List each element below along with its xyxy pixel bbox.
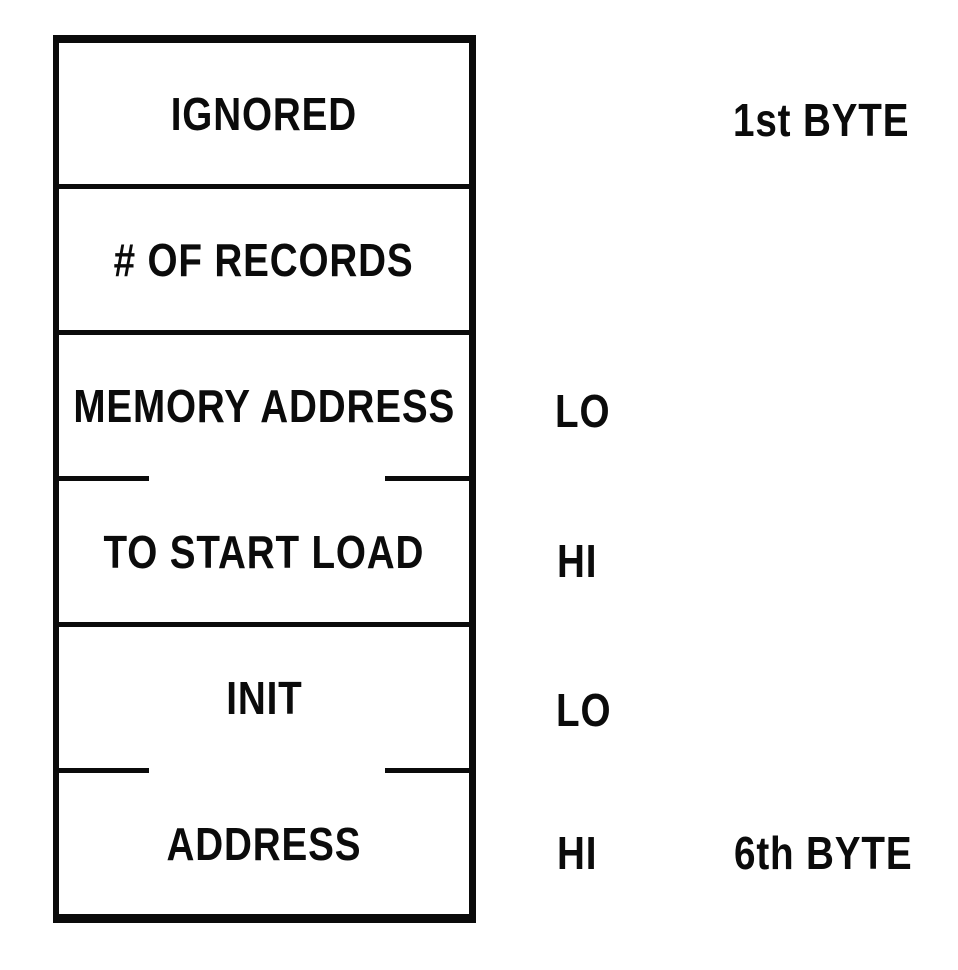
row-address-label: ADDRESS xyxy=(166,817,362,870)
divider-broken-2 xyxy=(59,768,469,773)
byte-stack-box: IGNORED # OF RECORDS MEMORY ADDRESS TO S… xyxy=(53,35,476,923)
sixth-byte-marker: 6th BYTE xyxy=(734,827,913,879)
row-num-records-label: # OF RECORDS xyxy=(114,233,414,286)
divider-solid-2 xyxy=(59,330,469,335)
row-init-label: INIT xyxy=(225,671,303,724)
row-memory-address-label: MEMORY ADDRESS xyxy=(73,379,455,432)
first-byte-marker: 1st BYTE xyxy=(733,94,910,146)
side-label-to-start-load-hi: HI xyxy=(557,535,598,587)
divider-broken-2-right-dash xyxy=(385,768,469,773)
row-init: INIT xyxy=(59,627,469,768)
side-label-address-hi: HI xyxy=(557,827,598,879)
row-ignored: IGNORED xyxy=(59,43,469,184)
row-ignored-label: IGNORED xyxy=(170,87,358,140)
row-to-start-load-label: TO START LOAD xyxy=(103,525,425,578)
divider-solid-3 xyxy=(59,622,469,627)
row-address: ADDRESS xyxy=(59,773,469,914)
row-num-records: # OF RECORDS xyxy=(59,189,469,330)
divider-solid-1 xyxy=(59,184,469,189)
side-label-init-lo: LO xyxy=(556,684,612,736)
side-label-memory-address-lo: LO xyxy=(555,385,611,437)
row-memory-address: MEMORY ADDRESS xyxy=(59,335,469,476)
divider-broken-1-right-dash xyxy=(385,476,469,481)
row-to-start-load: TO START LOAD xyxy=(59,481,469,622)
divider-broken-2-left-dash xyxy=(59,768,149,773)
divider-broken-1-left-dash xyxy=(59,476,149,481)
divider-broken-1 xyxy=(59,476,469,481)
